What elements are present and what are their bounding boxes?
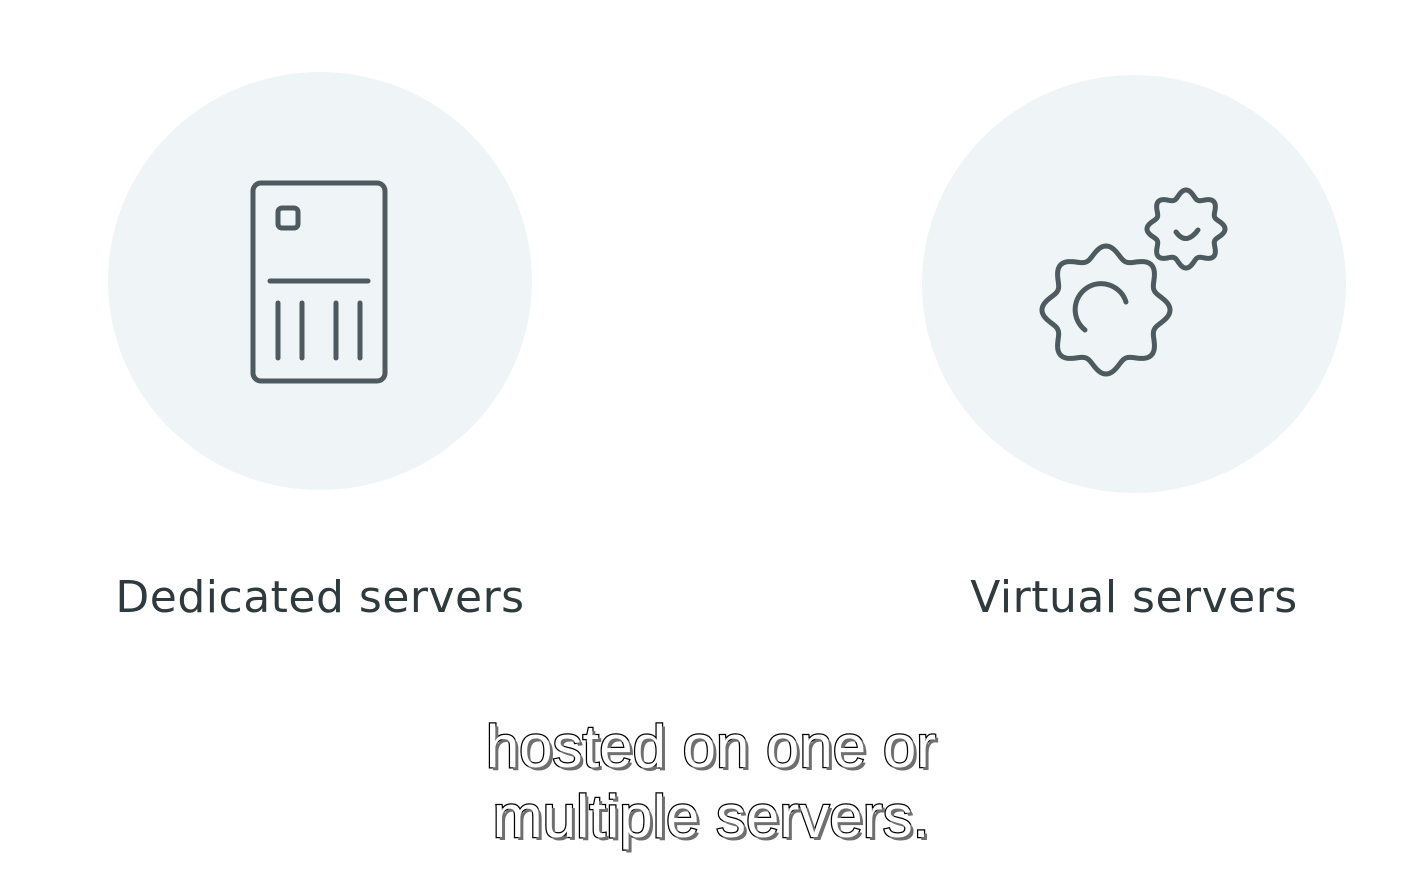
large-gear-icon [1039,243,1173,377]
subtitle-line-1: hosted on one or [485,712,938,782]
server-icon [250,180,388,384]
dedicated-servers-label: Dedicated servers [115,572,525,623]
large-gear-arc [1072,281,1129,333]
small-gear-icon [1144,187,1228,271]
subtitle-caption: hosted on one or multiple servers. [0,712,1422,852]
virtual-servers-circle [922,75,1346,493]
gears-icon [1039,187,1228,377]
virtual-servers-label: Virtual servers [970,572,1298,623]
subtitle-line-2: multiple servers. [491,782,930,852]
small-gear-arc [1173,227,1201,241]
